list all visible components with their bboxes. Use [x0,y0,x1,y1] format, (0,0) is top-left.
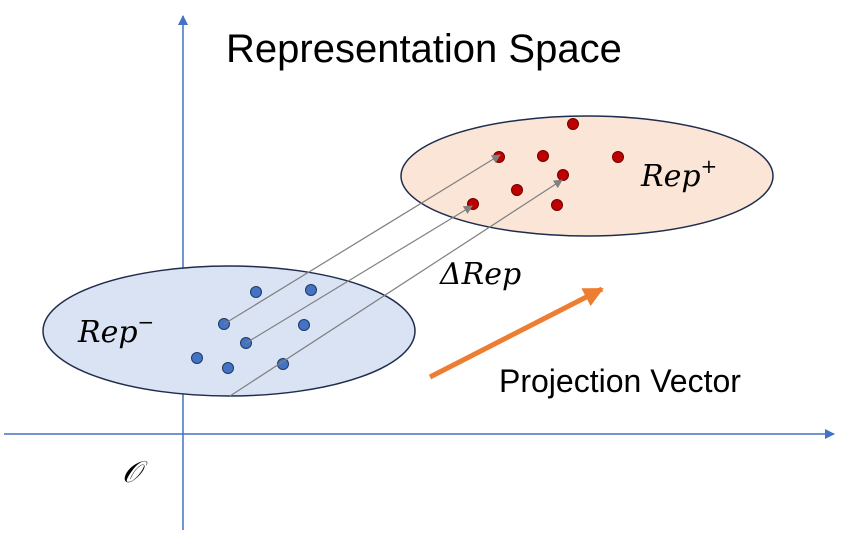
rep-negative-ellipse [42,265,416,397]
rep-positive-ellipse [400,115,774,237]
projection-vector-label: Projection Vector [499,363,741,399]
rep-negative-label: Rep− [77,310,154,350]
neg-point [250,286,262,298]
pos-point [612,151,624,163]
neg-point [305,284,317,296]
pos-point [551,199,563,211]
delta-arrow [223,154,501,325]
neg-point [222,362,234,374]
pos-point [511,184,523,196]
delta-arrow [229,179,563,397]
diagram-title: Representation Space [226,27,622,71]
pos-point [567,118,579,130]
projection-vector-arrow [428,286,604,380]
delta-arrow [245,205,473,344]
rep-positive-label: Rep+ [640,154,717,194]
pos-point [493,151,505,163]
delta-rep-label: ΔRep [439,257,521,292]
neg-point [298,319,310,331]
pos-point [557,169,569,181]
neg-point [191,352,203,364]
delta-arrows [223,154,563,397]
neg-point [277,358,289,370]
pos-point [537,150,549,162]
origin-label: 𝒪 [122,455,148,490]
